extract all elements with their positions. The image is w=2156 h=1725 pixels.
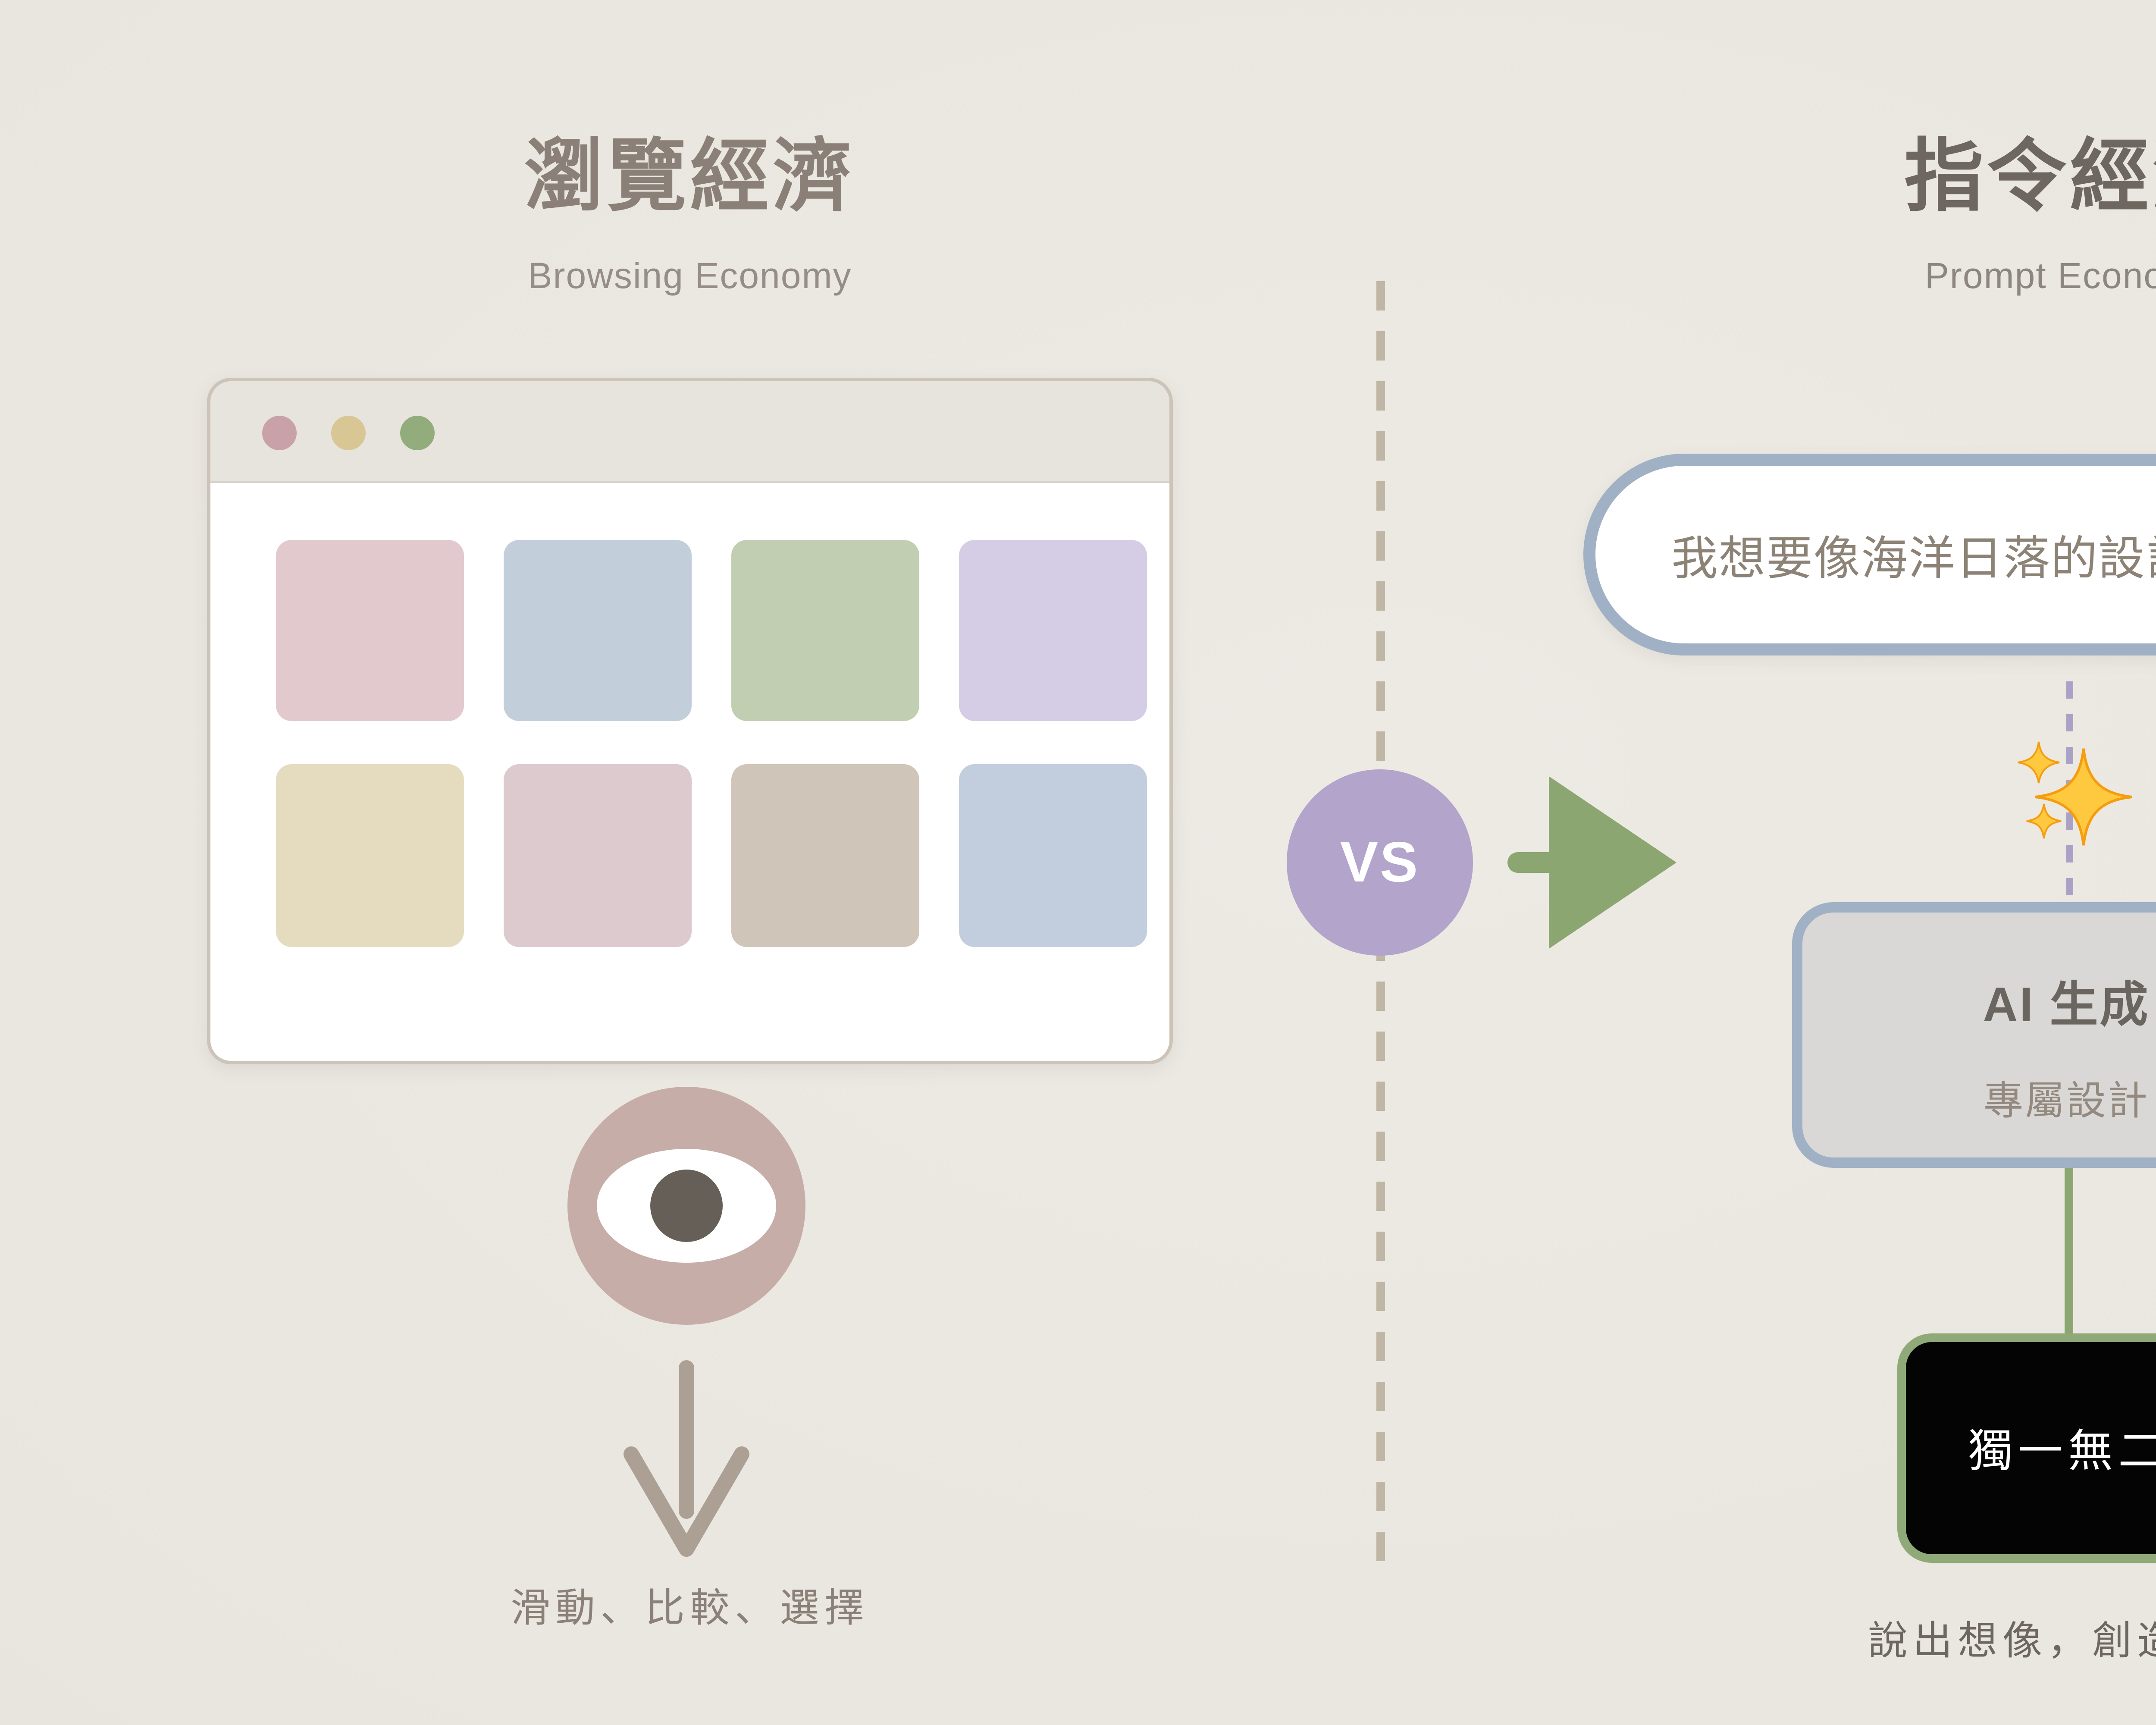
left-column-title: 瀏覽經濟 — [524, 131, 856, 221]
product-tile — [731, 540, 919, 721]
prompt-input-text: 我想要像海洋日落的設計…… — [1671, 533, 2156, 585]
unique-result-label: 獨一無二 — [1968, 1425, 2156, 1477]
ai-generate-subtitle: 專屬設計 — [1984, 1078, 2149, 1123]
product-tile — [276, 540, 464, 721]
product-tile — [504, 764, 692, 947]
traffic-light-zoom-icon — [400, 416, 435, 450]
unique-result-box: 獨一無二 — [1897, 1333, 2156, 1563]
right-column-title: 指令經濟 — [1904, 131, 2156, 221]
down-arrow-icon — [624, 1360, 749, 1557]
left-caption: 滑動、比較、選擇 — [511, 1585, 869, 1630]
traffic-light-close-icon — [262, 416, 297, 450]
browser-titlebar — [210, 381, 1169, 483]
product-tile — [959, 764, 1147, 947]
ai-generate-title: AI 生成 — [1983, 978, 2150, 1032]
product-tile — [731, 764, 919, 947]
right-caption: 說出想像，創造產品 — [1868, 1618, 2156, 1663]
traffic-light-minimize-icon — [331, 416, 366, 450]
eye-pupil — [650, 1170, 723, 1242]
ai-to-result-connector — [2065, 1168, 2073, 1333]
ai-generate-box: AI 生成 專屬設計 — [1792, 902, 2156, 1168]
browser-window — [207, 378, 1173, 1064]
product-tile — [504, 540, 692, 721]
left-column-subtitle: Browsing Economy — [528, 257, 852, 297]
sparkles-icon — [2018, 741, 2132, 846]
eye-icon — [567, 1087, 805, 1325]
product-tile — [959, 540, 1147, 721]
right-column-subtitle: Prompt Economy — [1924, 257, 2156, 297]
prompt-input[interactable]: 我想要像海洋日落的設計…… — [1583, 454, 2156, 656]
product-tile — [276, 764, 464, 947]
right-flow-arrow-icon — [1507, 776, 1677, 949]
vs-badge: VS — [1287, 769, 1473, 956]
vs-label: VS — [1340, 830, 1420, 894]
